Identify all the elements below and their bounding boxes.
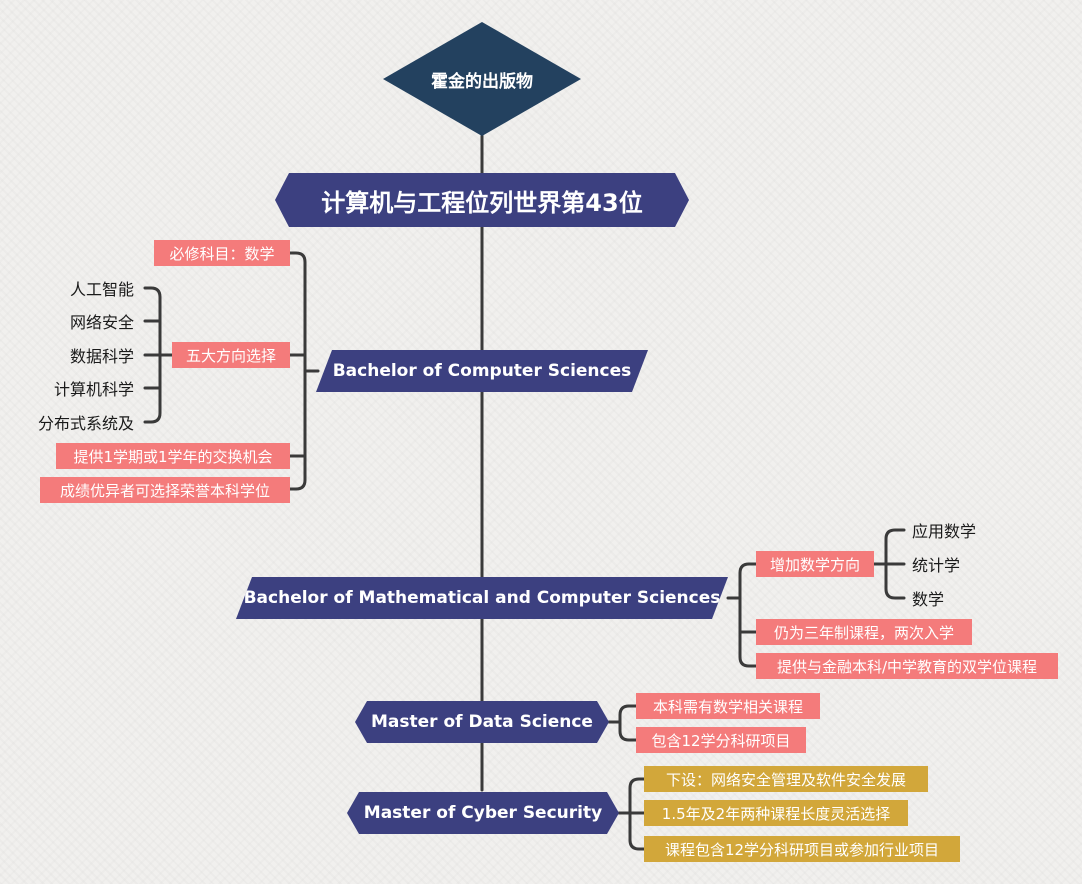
bmcs-item-label: 提供与金融本科/中学教育的双学位课程 — [776, 657, 1038, 676]
bcs-item-five-directions: 五大方向选择 — [172, 342, 290, 368]
bcs-label: Bachelor of Computer Sciences — [332, 361, 632, 381]
direction-leaf: 人工智能 — [20, 276, 134, 300]
mds-item-label: 本科需有数学相关课程 — [652, 697, 803, 716]
bcs-item-label: 五大方向选择 — [185, 346, 276, 365]
direction-label: 分布式系统及 — [37, 414, 134, 433]
bcs-item-label: 提供1学期或1学年的交换机会 — [73, 447, 273, 466]
mcs-item-label: 下设：网络安全管理及软件安全发展 — [665, 770, 906, 789]
bcs-item-exchange: 提供1学期或1学年的交换机会 — [56, 443, 290, 469]
direction-leaf: 数据科学 — [20, 343, 134, 367]
bcs-item-required-math: 必修科目：数学 — [154, 240, 290, 266]
mds-item-research: 包含12学分科研项目 — [636, 727, 806, 753]
direction-label: 数据科学 — [69, 347, 134, 366]
title-node: 计算机与工程位列世界第43位 — [275, 173, 689, 227]
math-direction-label: 应用数学 — [912, 522, 977, 541]
math-direction-leaf: 应用数学 — [912, 518, 1012, 542]
bcs-item-honours: 成绩优异者可选择荣誉本科学位 — [40, 477, 290, 503]
bcs-node: Bachelor of Computer Sciences — [316, 350, 648, 392]
bcs-item-label: 成绩优异者可选择荣誉本科学位 — [59, 481, 270, 500]
bmcs-item-double-degree: 提供与金融本科/中学教育的双学位课程 — [756, 653, 1058, 679]
bmcs-item-math-direction: 增加数学方向 — [756, 551, 874, 577]
mds-label: Master of Data Science — [371, 712, 593, 732]
mcs-item-streams: 下设：网络安全管理及软件安全发展 — [644, 766, 928, 792]
direction-leaf: 分布式系统及 — [20, 410, 134, 434]
mcs-item-duration: 1.5年及2年两种课程长度灵活选择 — [644, 800, 908, 826]
mcs-node: Master of Cyber Security — [347, 792, 619, 834]
bmcs-item-label: 仍为三年制课程，两次入学 — [773, 623, 954, 642]
direction-leaf: 网络安全 — [20, 309, 134, 333]
direction-leaf: 计算机科学 — [20, 376, 134, 400]
mcs-item-project: 课程包含12学分科研项目或参加行业项目 — [644, 836, 960, 862]
mcs-label: Master of Cyber Security — [363, 803, 603, 823]
direction-label: 人工智能 — [69, 280, 134, 299]
mcs-item-label: 课程包含12学分科研项目或参加行业项目 — [664, 840, 940, 859]
direction-label: 计算机科学 — [53, 380, 134, 399]
bmcs-item-three-year: 仍为三年制课程，两次入学 — [756, 619, 972, 645]
math-direction-leaf: 统计学 — [912, 552, 1012, 576]
root-label: 霍金的出版物 — [431, 71, 533, 92]
math-direction-label: 数学 — [912, 590, 945, 609]
math-direction-label: 统计学 — [912, 556, 961, 575]
title-label: 计算机与工程位列世界第43位 — [321, 188, 643, 217]
direction-label: 网络安全 — [69, 313, 134, 332]
bcs-item-label: 必修科目：数学 — [169, 244, 275, 263]
mds-item-math-prereq: 本科需有数学相关课程 — [636, 693, 820, 719]
math-direction-leaf: 数学 — [912, 586, 1012, 610]
mcs-item-label: 1.5年及2年两种课程长度灵活选择 — [661, 804, 891, 823]
bmcs-label: Bachelor of Mathematical and Computer Sc… — [243, 588, 721, 608]
mds-node: Master of Data Science — [355, 701, 609, 743]
bmcs-item-label: 增加数学方向 — [769, 555, 860, 574]
bmcs-node: Bachelor of Mathematical and Computer Sc… — [236, 577, 728, 619]
mds-item-label: 包含12学分科研项目 — [651, 731, 791, 750]
